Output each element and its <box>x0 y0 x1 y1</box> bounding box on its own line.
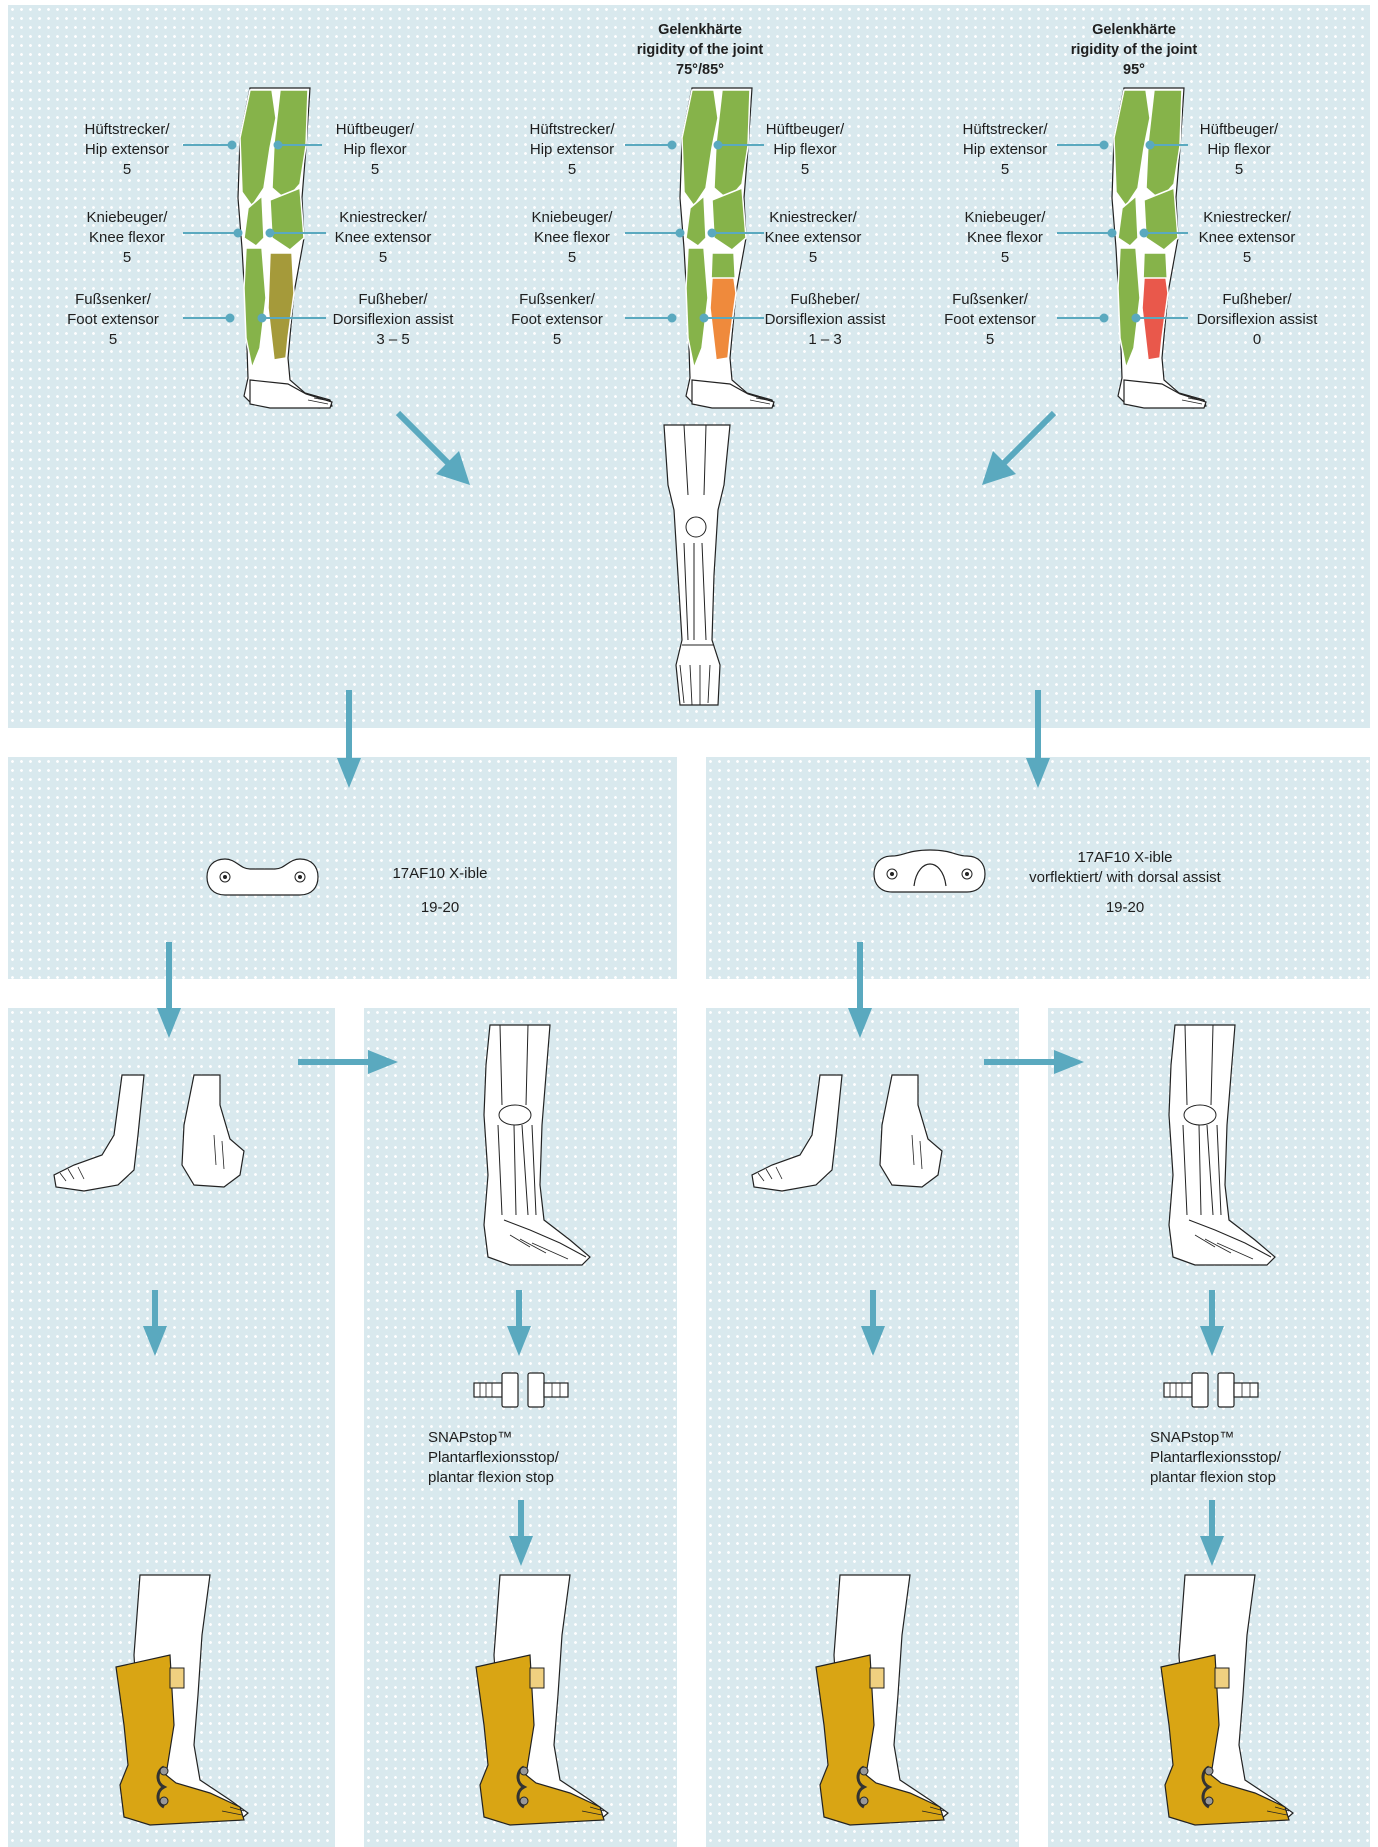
orthosis-leg-col1 <box>90 1575 255 1835</box>
joint-xible-dorsal-icon <box>872 848 987 894</box>
joint-right-line1: 17AF10 X-ible <box>1000 848 1250 868</box>
arrow-right-col1 <box>298 1048 408 1078</box>
arrow-down-col2-c <box>502 1500 542 1570</box>
snapstop-line1: SNAPstop™ <box>1150 1428 1330 1448</box>
feet-deformity-col3 <box>742 1075 972 1200</box>
orthosis-leg-col4 <box>1135 1575 1300 1835</box>
joint-left-name: 17AF10 X-ible <box>380 864 500 884</box>
arrow-down-col4-b <box>1193 1290 1233 1360</box>
snapstop-label-col4: SNAPstop™ Plantarflexionsstop/ plantar f… <box>1150 1428 1330 1488</box>
arrow-right-col3 <box>984 1048 1094 1078</box>
arrow-down-col4-c <box>1193 1500 1233 1570</box>
arrow-down-col3-b <box>854 1290 894 1360</box>
snapstop-label-col2: SNAPstop™ Plantarflexionsstop/ plantar f… <box>428 1428 608 1488</box>
joint-xible-icon <box>205 855 320 900</box>
arrow-down-col1-b <box>136 1290 176 1360</box>
snapstop-line1: SNAPstop™ <box>428 1428 608 1448</box>
snapstop-line3: plantar flexion stop <box>1150 1468 1330 1488</box>
skeleton-leg-col4 <box>1155 1025 1285 1270</box>
arrow-down-right-top <box>1019 690 1059 800</box>
skeleton-leg-front <box>660 425 740 710</box>
orthosis-leg-col3 <box>790 1575 955 1835</box>
arrow-down-left-top <box>330 690 370 800</box>
arrow-down-col1 <box>150 942 190 1048</box>
joint-right-name: 17AF10 X-ible vorflektiert/ with dorsal … <box>1000 848 1250 888</box>
snapstop-icon-col4 <box>1164 1373 1260 1409</box>
snapstop-line2: Plantarflexionsstop/ <box>1150 1448 1330 1468</box>
arrow-down-col2-b <box>500 1290 540 1360</box>
feet-deformity-col1 <box>44 1075 274 1200</box>
joint-right-size: 19-20 <box>1065 898 1185 918</box>
skeleton-leg-col2 <box>470 1025 600 1270</box>
snapstop-line3: plantar flexion stop <box>428 1468 608 1488</box>
joint-right-line2: vorflektiert/ with dorsal assist <box>1000 868 1250 888</box>
joint-left-size: 19-20 <box>380 898 500 918</box>
snapstop-icon-col2 <box>474 1373 570 1409</box>
orthosis-leg-col2 <box>450 1575 615 1835</box>
arrow-down-col3 <box>841 942 881 1048</box>
snapstop-line2: Plantarflexionsstop/ <box>428 1448 608 1468</box>
